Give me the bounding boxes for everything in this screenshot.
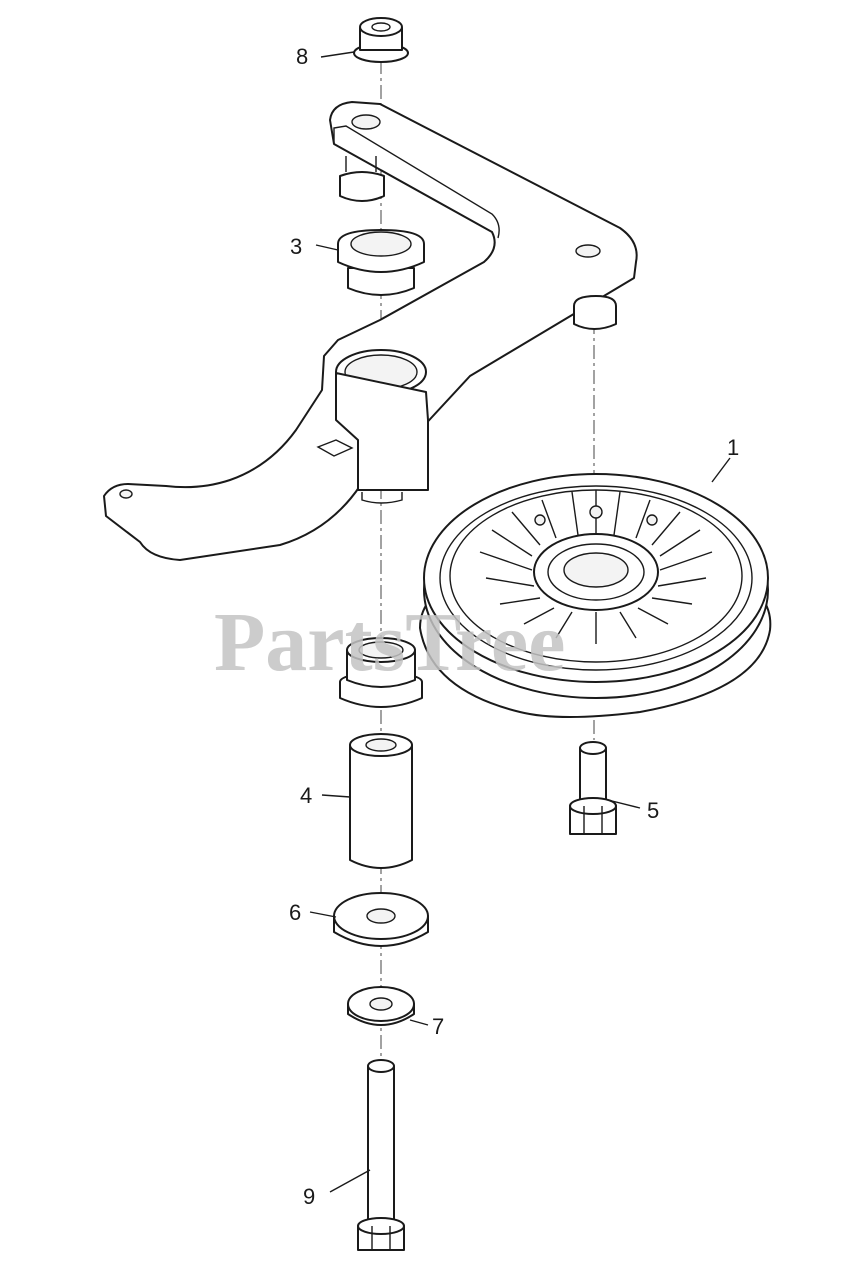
callout-9: 9 xyxy=(303,1184,315,1209)
callout-7: 7 xyxy=(432,1014,444,1039)
part-8-flange-nut[interactable] xyxy=(353,17,409,63)
callout-4: 4 xyxy=(300,783,312,808)
part-3-flanged-bushing[interactable] xyxy=(337,229,425,296)
callout-3: 3 xyxy=(290,234,302,259)
part-5-shoulder-bolt[interactable] xyxy=(569,741,617,835)
callout-1: 1 xyxy=(727,435,739,460)
watermark-text: PartsTree xyxy=(214,596,565,689)
callout-6: 6 xyxy=(289,900,301,925)
callout-lines xyxy=(309,51,731,1193)
part-9-hex-bolt[interactable] xyxy=(357,1059,405,1251)
part-7-small-washer[interactable] xyxy=(347,986,415,1026)
part-1-idler-pulley[interactable] xyxy=(419,473,772,718)
callout-8: 8 xyxy=(296,44,308,69)
part-6-large-washer[interactable] xyxy=(333,892,429,947)
lower-flanged-bushing[interactable] xyxy=(339,637,423,708)
idler-arm[interactable] xyxy=(103,101,638,561)
part-4-spacer-tube[interactable] xyxy=(349,733,413,869)
callout-5: 5 xyxy=(647,798,659,823)
